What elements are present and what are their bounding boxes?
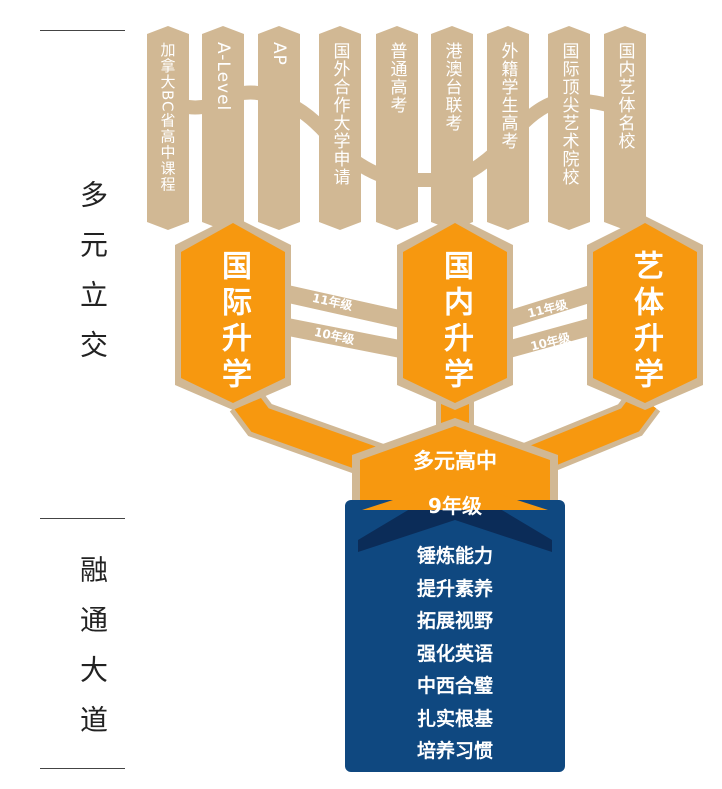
list-item: 强化英语	[416, 642, 493, 665]
side-label-bottom: 融通大道	[76, 555, 109, 755]
column-label: 国外合作大学申请	[329, 42, 350, 186]
column-label: 国际顶尖艺术院校	[558, 42, 579, 186]
grade9-chevron	[358, 482, 552, 552]
column-bar	[376, 26, 418, 230]
column-label: 普通高考	[386, 42, 407, 114]
grade9-label: 9年级	[428, 494, 482, 518]
track-hexagon	[181, 223, 285, 403]
column-label: AP	[269, 42, 289, 66]
list-item: 锤炼能力	[416, 545, 493, 567]
side-label-top: 多元立交	[76, 180, 109, 380]
column-label: 港澳台联考	[441, 42, 462, 132]
track-domestic: 国内升学	[438, 250, 473, 394]
base-box	[345, 500, 565, 772]
track-hexagons	[175, 216, 703, 410]
hub-box	[360, 426, 550, 510]
divider	[40, 30, 125, 31]
track-hexagon	[403, 223, 507, 403]
column-bar	[319, 26, 361, 230]
divider	[40, 768, 125, 769]
hub-label: 多元高中	[413, 449, 497, 473]
column-label: 外籍学生高考	[497, 42, 518, 150]
list-item: 提升素养	[416, 577, 493, 600]
column-bar	[604, 26, 646, 230]
divider	[40, 518, 125, 519]
list-item: 拓展视野	[416, 610, 493, 632]
grade-bridges	[288, 285, 590, 358]
list-item: 中西合璧	[416, 675, 493, 697]
track-international: 国际升学	[216, 250, 251, 394]
column-bar	[548, 26, 590, 230]
column-label: A-Level	[213, 42, 233, 112]
base-list: 锤炼能力 提升素养 拓展视野 强化英语 中西合璧 扎实根基 培养习惯	[345, 540, 565, 768]
list-item: 培养习惯	[416, 740, 493, 762]
track-arts: 艺体升学	[628, 250, 663, 394]
column-bar	[202, 26, 244, 230]
column-bar	[487, 26, 529, 230]
column-label: 国内艺体名校	[614, 42, 635, 150]
column-bar	[258, 26, 300, 230]
column-bar	[431, 26, 473, 230]
column-bar	[147, 26, 189, 230]
columns	[147, 26, 646, 230]
column-label: 加拿大BC省高中课程	[158, 42, 177, 193]
track-hexagon	[593, 223, 697, 403]
list-item: 扎实根基	[416, 707, 493, 730]
